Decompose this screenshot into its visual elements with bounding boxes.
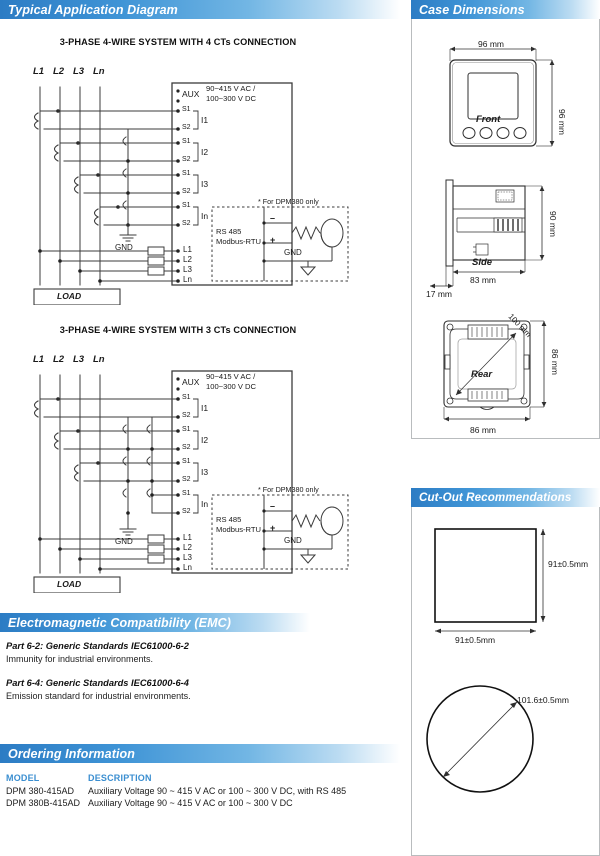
ordering-panel: Ordering Information MODEL DESCRIPTION D… bbox=[0, 744, 400, 813]
case-rear-view-label: Rear bbox=[471, 369, 493, 380]
case-front-width-label: 96 mm bbox=[478, 39, 504, 49]
application-section-title: Typical Application Diagram bbox=[8, 2, 178, 17]
cutout-circle-diameter-label: 101.6±0.5mm bbox=[517, 695, 569, 705]
diagram1-rs485-block bbox=[211, 206, 349, 282]
cutout-circle-drawing bbox=[426, 685, 534, 793]
case-side-depth-label: 83 mm bbox=[470, 275, 496, 285]
application-diagram-panel: Typical Application Diagram 3-PHASE 4-WI… bbox=[0, 0, 400, 599]
emc-panel: Electromagnetic Compatibility (EMC) Part… bbox=[0, 613, 310, 707]
case-rear-height-label: 86 mm bbox=[550, 349, 560, 375]
case-dimensions-panel: Case Dimensions bbox=[411, 0, 600, 439]
emc-entry-0-heading: Part 6-2: Generic Standards IEC61000-6-2 bbox=[6, 641, 189, 651]
case-side-bezel-label: 17 mm bbox=[426, 289, 452, 299]
case-front-drawing bbox=[449, 46, 555, 147]
case-dimensions-body: 96 mm 96 mm Front bbox=[411, 19, 600, 439]
emc-entry-1-heading: Part 6-4: Generic Standards IEC61000-6-4 bbox=[6, 678, 189, 688]
case-section-title: Case Dimensions bbox=[419, 2, 525, 17]
cutout-section-header: Cut-Out Recommendations bbox=[411, 488, 600, 507]
case-rear-width-label: 86 mm bbox=[470, 425, 496, 435]
cutout-square-height-label: 91±0.5mm bbox=[548, 559, 589, 569]
case-side-height-label: 90 mm bbox=[548, 211, 558, 237]
ordering-col-description: DESCRIPTION bbox=[88, 773, 152, 783]
emc-entry-0-note: Immunity for industrial environments. bbox=[6, 654, 154, 664]
table-row: DPM 380B-415AD Auxiliary Voltage 90 ~ 41… bbox=[0, 797, 396, 809]
cutout-panel: Cut-Out Recommendations 91±0.5mm 91±0.5 bbox=[411, 488, 600, 856]
ordering-row-1-description: Auxiliary Voltage 90 ~ 415 V AC or 100 ~… bbox=[88, 798, 293, 808]
case-section-header: Case Dimensions bbox=[411, 0, 600, 19]
diagram1-note: * For DPM380 only bbox=[258, 197, 319, 206]
ordering-table: MODEL DESCRIPTION DPM 380-415AD Auxiliar… bbox=[0, 773, 396, 809]
ordering-body: MODEL DESCRIPTION DPM 380-415AD Auxiliar… bbox=[0, 763, 400, 813]
cutout-section-title: Cut-Out Recommendations bbox=[419, 491, 572, 504]
case-front-view-label: Front bbox=[476, 114, 501, 125]
emc-section-header: Electromagnetic Compatibility (EMC) bbox=[0, 613, 310, 632]
case-side-drawing bbox=[430, 179, 545, 289]
diagram2-note: * For DPM380 only bbox=[258, 485, 319, 494]
case-side-view-label: Side bbox=[472, 257, 493, 268]
ordering-row-0-description: Auxiliary Voltage 90 ~ 415 V AC or 100 ~… bbox=[88, 786, 347, 796]
diagram2-schematic bbox=[33, 370, 293, 593]
cutout-body: 91±0.5mm 91±0.5mm 101.6±0.5mm bbox=[411, 507, 600, 856]
cutout-square-drawing bbox=[434, 528, 546, 634]
cutout-square-width-label: 91±0.5mm bbox=[455, 635, 496, 645]
ordering-header-row: MODEL DESCRIPTION bbox=[0, 773, 396, 785]
application-section-header: Typical Application Diagram bbox=[0, 0, 400, 19]
diagram2-title: 3-PHASE 4-WIRE SYSTEM WITH 3 CTs CONNECT… bbox=[59, 325, 297, 335]
table-row: DPM 380-415AD Auxiliary Voltage 90 ~ 415… bbox=[0, 785, 396, 797]
diagram1-schematic bbox=[33, 82, 293, 305]
ordering-col-model: MODEL bbox=[6, 773, 40, 783]
case-front-height-label: 96 mm bbox=[557, 109, 567, 135]
emc-section-title: Electromagnetic Compatibility (EMC) bbox=[8, 615, 231, 630]
diagram1-title: 3-PHASE 4-WIRE SYSTEM WITH 4 CTs CONNECT… bbox=[59, 37, 297, 47]
diagram2-rs485-block bbox=[211, 494, 349, 570]
emc-body: Part 6-2: Generic Standards IEC61000-6-2… bbox=[0, 632, 310, 707]
application-diagram-body: 3-PHASE 4-WIRE SYSTEM WITH 4 CTs CONNECT… bbox=[0, 19, 400, 599]
ordering-section-header: Ordering Information bbox=[0, 744, 400, 763]
ordering-row-0-model: DPM 380-415AD bbox=[6, 786, 75, 796]
case-rear-drawing bbox=[443, 320, 547, 422]
emc-entry-1-note: Emission standard for industrial environ… bbox=[6, 691, 191, 701]
ordering-row-1-model: DPM 380B-415AD bbox=[6, 798, 81, 808]
ordering-section-title: Ordering Information bbox=[8, 746, 135, 761]
